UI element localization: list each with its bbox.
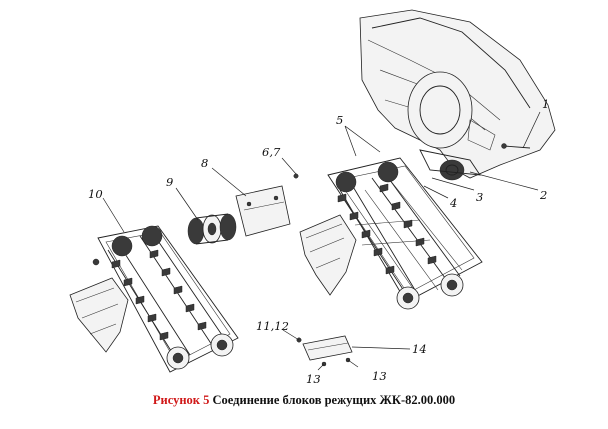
figure-caption-text: Соединение блоков режущих ЖК-82.00.000	[212, 393, 456, 407]
callout-2: 2	[469, 171, 547, 202]
coupling-9	[187, 213, 237, 245]
callout-6-7: 6,7	[262, 145, 297, 175]
figure-caption-label: Рисунок 5	[152, 393, 210, 407]
svg-text:5: 5	[336, 113, 343, 127]
svg-text:11,12: 11,12	[256, 319, 289, 333]
cutting-block-left	[69, 225, 239, 373]
svg-text:13: 13	[372, 369, 387, 383]
callout-3: 3	[431, 177, 483, 204]
callout-10: 10	[88, 187, 125, 233]
callout-4: 4	[423, 185, 457, 210]
callout-1: 1	[501, 97, 549, 149]
callout-14: 14	[351, 342, 427, 356]
callout-11-12: 11,12	[256, 319, 300, 341]
figure-caption: Рисунок 5 Соединение блоков режущих ЖК-8…	[0, 393, 608, 408]
svg-text:10: 10	[88, 187, 103, 201]
svg-text:3: 3	[476, 190, 483, 204]
callout-8: 8	[201, 156, 247, 197]
callout-13-right: 13	[347, 359, 387, 383]
svg-text:14: 14	[412, 342, 427, 356]
svg-text:8: 8	[201, 156, 208, 170]
callout-9: 9	[166, 175, 199, 221]
svg-text:4: 4	[449, 196, 457, 210]
svg-text:6,7: 6,7	[262, 145, 281, 159]
callout-5: 5	[336, 113, 381, 157]
svg-text:13: 13	[306, 372, 321, 386]
bracket-14	[296, 335, 353, 367]
svg-text:2: 2	[539, 188, 547, 202]
callout-13-left: 13	[306, 363, 325, 386]
machine-frame	[359, 9, 556, 181]
plate-8	[235, 173, 299, 237]
svg-text:9: 9	[166, 175, 173, 189]
cutting-block-right	[299, 157, 483, 310]
svg-text:1: 1	[542, 97, 549, 111]
